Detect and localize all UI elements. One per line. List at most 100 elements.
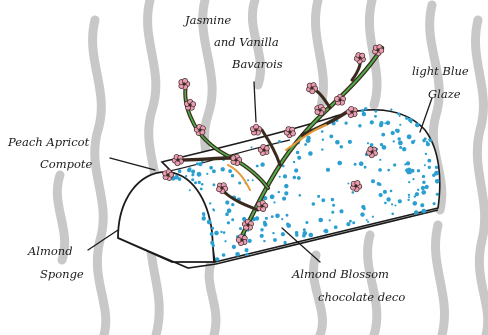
glaze-dot [380, 143, 383, 146]
glaze-dot [214, 231, 219, 236]
glaze-dot [239, 227, 242, 230]
glaze-dot [228, 169, 232, 173]
glaze-dot [284, 191, 288, 195]
glaze-dot [399, 115, 401, 117]
glaze-dot [406, 161, 410, 165]
glaze-dot [340, 145, 343, 148]
glaze-dot [322, 139, 324, 141]
glaze-dot [323, 230, 326, 233]
glaze-dot [293, 176, 296, 179]
glaze-dot [427, 159, 431, 163]
glaze-dot [371, 179, 375, 183]
glaze-dot [399, 124, 401, 126]
glaze-dot [245, 248, 249, 252]
glaze-dot [370, 120, 374, 124]
blossom [354, 53, 365, 64]
glaze-dot [332, 204, 335, 207]
glaze-dot [407, 168, 411, 172]
glaze-dot [381, 133, 385, 137]
glaze-dot [221, 167, 225, 171]
glaze-dot [433, 202, 436, 205]
glaze-dot [232, 245, 236, 249]
glaze-dot [364, 166, 367, 169]
glaze-dot [297, 156, 301, 160]
glaze-dot [207, 220, 212, 225]
glaze-dot [399, 146, 402, 149]
label-blossom-line2: chocolate deco [318, 290, 405, 304]
glaze-dot [425, 153, 427, 155]
glaze-dot [293, 161, 295, 163]
glaze-dot [273, 201, 275, 203]
glaze-dot [415, 192, 419, 196]
glaze-dot [178, 169, 182, 173]
glaze-dot [317, 195, 320, 198]
glaze-dot [281, 218, 283, 220]
glaze-dot [396, 129, 400, 133]
glaze-dot [398, 199, 402, 203]
glaze-dot [198, 162, 202, 166]
glaze-dot [414, 210, 419, 215]
glaze-dot [256, 165, 259, 168]
glaze-dot [194, 181, 197, 184]
glaze-dot [393, 140, 395, 142]
glaze-dot [346, 222, 350, 226]
glaze-dot [197, 172, 202, 177]
glaze-dot [303, 228, 306, 231]
glaze-dot [417, 189, 419, 191]
glaze-dot [260, 234, 264, 238]
glaze-dot [348, 140, 352, 144]
glaze-dot [398, 137, 401, 140]
glaze-dot [372, 216, 374, 218]
glaze-dot [247, 179, 249, 181]
glaze-dot [374, 110, 377, 113]
glaze-dot [337, 161, 342, 166]
glaze-dot [299, 194, 302, 197]
glaze-dot [379, 183, 382, 186]
glaze-dot [352, 191, 355, 194]
glaze-dot [308, 151, 313, 156]
glaze-dot [225, 212, 229, 216]
glaze-dot [271, 215, 274, 218]
glaze-dot [191, 173, 194, 176]
glaze-dot [424, 164, 426, 166]
label-blossom-line1: Almond Blossom [291, 267, 389, 281]
glaze-dot [425, 185, 429, 189]
label-compote-line2: Compote [40, 157, 93, 171]
glaze-dot [206, 173, 208, 175]
glaze-dot [379, 123, 383, 127]
glaze-dot [361, 205, 365, 209]
glaze-dot [384, 202, 387, 205]
glaze-dot [411, 140, 415, 144]
glaze-dot [213, 209, 215, 211]
glaze-dot [318, 218, 323, 223]
glaze-dot [189, 189, 191, 191]
glaze-dot [278, 140, 281, 143]
blossom [250, 124, 261, 135]
glaze-dot [321, 148, 323, 150]
glaze-dot [286, 223, 289, 226]
glaze-dot [331, 198, 334, 201]
glaze-dot [263, 240, 265, 242]
blossom [179, 78, 190, 89]
glaze-dot [210, 232, 214, 236]
label-glaze-line2: Glaze [428, 87, 461, 101]
label-sponge-line2: Sponge [40, 267, 84, 281]
label-bavarois-line2: and Vanilla [214, 35, 279, 49]
glaze-dot [326, 168, 330, 172]
glaze-dot [404, 163, 406, 165]
glaze-dot [222, 253, 226, 257]
glaze-dot [364, 107, 367, 110]
blossom [373, 45, 384, 56]
glaze-dot [212, 244, 215, 247]
glaze-dot [408, 194, 410, 196]
glaze-dot [421, 209, 426, 214]
glaze-dot [374, 115, 377, 118]
glaze-dot [395, 205, 397, 207]
glaze-dot [251, 146, 253, 148]
glaze-dot [367, 142, 369, 144]
glaze-dot [235, 252, 240, 257]
glaze-dot [224, 240, 226, 242]
glaze-dot [231, 218, 234, 221]
glaze-dot [225, 200, 229, 204]
